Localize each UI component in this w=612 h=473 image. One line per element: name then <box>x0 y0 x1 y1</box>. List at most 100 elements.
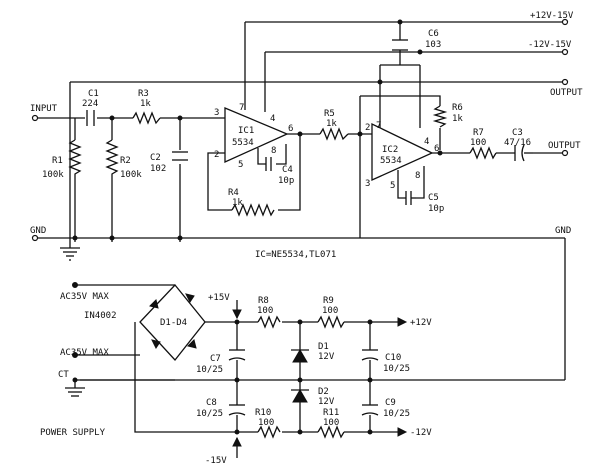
c2-value: 102 <box>150 164 166 174</box>
c4-value: 10p <box>278 176 294 186</box>
resistor-r10 <box>257 425 281 439</box>
bridge-part-label: IN4002 <box>84 311 117 321</box>
d2-name: D2 <box>318 387 329 397</box>
c10-name: C10 <box>385 353 401 363</box>
c10-value: 10/25 <box>383 364 410 374</box>
ic2-pin-6: 6 <box>434 144 439 154</box>
ic1-pin-4: 4 <box>270 114 275 124</box>
resistor-r3 <box>132 111 161 125</box>
ic2-pin-5: 5 <box>390 181 395 191</box>
c6-value: 103 <box>425 40 441 50</box>
rail-pos-label: +12V-15V <box>530 11 574 21</box>
ic2-pin-2: 2 <box>365 123 370 133</box>
capacitor-c4 <box>265 157 272 171</box>
r11-name: R11 <box>323 408 339 418</box>
power-supply-title: POWER SUPPLY <box>40 428 106 438</box>
gnd-left-label: GND <box>30 226 46 236</box>
r10-name: R10 <box>255 408 271 418</box>
neg12-label: -12V <box>410 428 432 438</box>
resistor-r8 <box>257 315 281 329</box>
capacitor-c8 <box>228 404 246 416</box>
r8-name: R8 <box>258 296 269 306</box>
opamp-ic1 <box>224 107 289 164</box>
c2-name: C2 <box>150 153 161 163</box>
c8-value: 10/25 <box>196 409 223 419</box>
r9-name: R9 <box>323 296 334 306</box>
r3-name: R3 <box>138 89 149 99</box>
c3-name: C3 <box>512 128 523 138</box>
r5-value: 1k <box>326 119 337 129</box>
r3-value: 1k <box>140 99 151 109</box>
r2-name: R2 <box>120 156 131 166</box>
supply-junction-dots <box>72 319 373 435</box>
c5-value: 10p <box>428 204 444 214</box>
ac-bottom-terminal[interactable] <box>72 352 78 358</box>
resistor-r4 <box>231 203 275 217</box>
gnd-right-label: GND <box>555 226 571 236</box>
resistor-r2 <box>105 139 119 185</box>
zener-d2 <box>291 389 309 403</box>
ac-bottom-label: AC35V MAX <box>60 348 109 358</box>
ic2-pin-7: 7 <box>376 121 381 131</box>
c1-name: C1 <box>88 89 99 99</box>
ac-top-label: AC35V MAX <box>60 292 109 302</box>
r4-value: 1k <box>232 198 243 208</box>
input-terminal[interactable] <box>31 114 39 122</box>
resistor-r5 <box>319 127 349 141</box>
output-top-terminal[interactable] <box>561 78 569 86</box>
c7-name: C7 <box>210 354 221 364</box>
output-right-terminal[interactable] <box>561 149 569 157</box>
c3-value: 47/16 <box>504 138 531 148</box>
ic1-pin-2: 2 <box>214 150 219 160</box>
capacitor-c3 <box>514 144 533 162</box>
c7-value: 10/25 <box>196 365 223 375</box>
d1-name: D1 <box>318 342 329 352</box>
d2-value: 12V <box>318 397 335 407</box>
supply-arrows <box>232 309 408 447</box>
resistor-r11 <box>317 425 345 439</box>
ic1-name: IC1 <box>238 126 254 136</box>
r1-name: R1 <box>52 156 63 166</box>
capacitor-c9 <box>361 404 379 416</box>
pos15-arrow-icon <box>232 309 242 320</box>
ct-label: CT <box>58 370 69 380</box>
ac-top-terminal[interactable] <box>72 282 78 288</box>
pos12-arrow-icon <box>397 317 408 327</box>
ic2-name: IC2 <box>382 145 398 155</box>
resistor-r7 <box>469 146 497 160</box>
ic1-value: 5534 <box>232 138 254 148</box>
bridge-label: D1-D4 <box>160 318 187 328</box>
neg-rail-terminal[interactable] <box>561 48 569 56</box>
gnd-terminal[interactable] <box>31 234 39 242</box>
capacitor-c7 <box>228 349 246 361</box>
output-top-label: OUTPUT <box>550 88 583 98</box>
r2-value: 100k <box>120 170 142 180</box>
resistor-r6 <box>432 105 448 128</box>
r6-name: R6 <box>452 103 463 113</box>
c8-name: C8 <box>206 398 217 408</box>
input-label: INPUT <box>30 104 58 114</box>
ic2-pin-8: 8 <box>415 171 420 181</box>
r9-value: 100 <box>322 306 338 316</box>
r4-name: R4 <box>228 188 239 198</box>
opamp-ic2 <box>371 122 434 182</box>
c4-name: C4 <box>282 165 293 175</box>
ic1-pin-3: 3 <box>214 108 219 118</box>
bridge-rectifier <box>139 284 206 362</box>
capacitor-c2 <box>172 151 188 161</box>
capacitor-c10 <box>361 349 379 361</box>
pos-rail-terminal[interactable] <box>561 18 569 26</box>
pos12-label: +12V <box>410 318 432 328</box>
r10-value: 100 <box>258 418 274 428</box>
junction-dots <box>72 19 443 241</box>
ic2-value: 5534 <box>380 156 402 166</box>
capacitor-c5 <box>405 191 416 205</box>
c6-name: C6 <box>428 29 439 39</box>
c9-value: 10/25 <box>383 409 410 419</box>
ic-note-label: IC=NE5534,TL071 <box>255 250 336 260</box>
output-right-label: OUTPUT <box>548 141 581 151</box>
c9-name: C9 <box>385 398 396 408</box>
r7-name: R7 <box>473 128 484 138</box>
r8-value: 100 <box>257 306 273 316</box>
